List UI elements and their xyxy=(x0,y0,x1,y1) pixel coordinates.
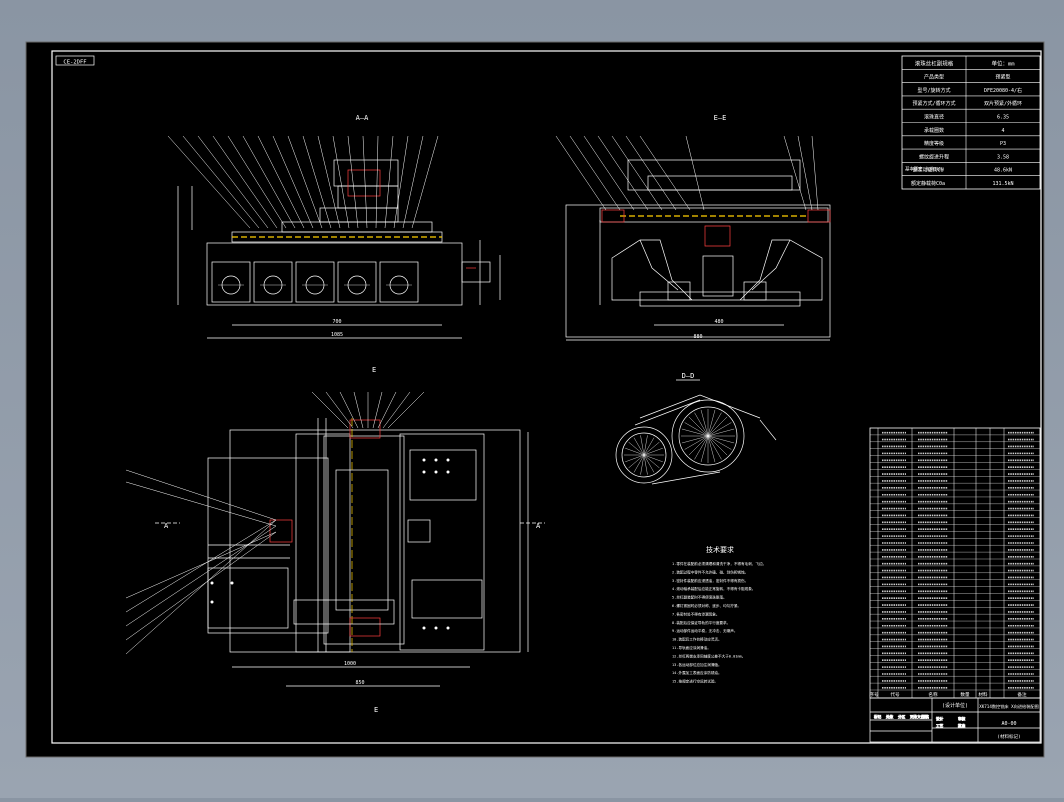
tech-req-item: 8.装配后应保证导轨的平行度要求。 xyxy=(672,620,730,625)
param-table-unit: 单位：mm xyxy=(991,59,1015,67)
drawing-number: A0-00 xyxy=(1001,721,1016,727)
tech-req-item: 7.各密封处不得有渗漏现象。 xyxy=(672,611,719,616)
corner-tag-box xyxy=(55,55,95,66)
title-block-row-label: 更改文件号 xyxy=(910,714,928,719)
title-block-row-label: 处数 xyxy=(886,714,894,719)
title-block-row-label: 签名 xyxy=(922,714,930,719)
bom-header-cell: 代号 xyxy=(890,691,900,698)
bom-header-cell: 数量 xyxy=(960,691,970,698)
title-block-row-label: 分区 xyxy=(898,714,906,719)
inner-border xyxy=(51,50,1042,744)
title-block: (设计单位) XK714数控铣床 X向进给装配图 A0-00 (材料标记) 标记… xyxy=(869,697,1041,743)
param-value: P3 xyxy=(1000,141,1006,147)
tech-req-item: 14.外露加工表面应涂防锈油。 xyxy=(672,670,722,675)
param-label: 预紧方式/循环方式 xyxy=(912,100,955,107)
drawing-sheet xyxy=(25,41,1045,758)
svg-text:850: 850 xyxy=(355,680,364,686)
tech-req-item: 9.运动部件运动平稳，无冲击、无噪声。 xyxy=(672,628,737,633)
technical-requirements: 技术要求 1.零件在装配前必须清理和清洗干净，不得有毛刺、飞边。 2.装配过程中零… xyxy=(672,545,766,684)
belt-drive-view-d-d: D—D xyxy=(615,372,777,485)
tech-req-item: 1.零件在装配前必须清理和清洗干净，不得有毛刺、飞边。 xyxy=(672,561,766,566)
tech-req-item: 5.丝杠副装配时不得使滚珠脱落。 xyxy=(672,595,727,600)
drawing-name: XK714数控铣床 X向进给装配图 xyxy=(979,703,1039,710)
tech-req-item: 15.按规定进行空运转试验。 xyxy=(672,679,718,684)
param-label: 型号/旋转方式 xyxy=(917,87,950,94)
bill-of-materials: 序号 代号 名称 数量 材料 备注 xyxy=(869,427,1041,699)
material-mark: (材料标记) xyxy=(997,733,1020,740)
param-label: 精度等级 xyxy=(924,140,944,147)
tech-req-item: 3.密封件装配前应浸透油，密封件不得有损伤。 xyxy=(672,578,748,583)
tech-req-title: 技术要求 xyxy=(706,545,734,554)
svg-text:1085: 1085 xyxy=(331,332,343,338)
title-block-row-label: 标记 xyxy=(874,714,882,719)
param-label: 额定动载荷Ca xyxy=(912,167,943,174)
param-value: 48.6kN xyxy=(994,168,1012,174)
param-label: 螺纹旋进升程 xyxy=(919,153,949,160)
bom-header-cell: 序号 xyxy=(869,691,879,698)
plan-view: E E A A 1000 850 xyxy=(125,366,545,714)
corner-tag: CE-2DFF xyxy=(63,60,86,66)
tech-req-item: 13.各运动部位应加注润滑脂。 xyxy=(672,662,722,667)
tech-req-item: 12.丝杠两端支承同轴度公差不大于0.01mm。 xyxy=(672,653,745,658)
tech-req-item: 11.导轨面应涂润滑油。 xyxy=(672,645,711,650)
param-value: 6.35 xyxy=(997,115,1009,121)
marker-a-right: A xyxy=(536,522,541,530)
title-block-sign-label: 批准 xyxy=(958,723,966,728)
svg-text:700: 700 xyxy=(332,319,341,325)
tech-req-item: 2.装配过程中零件不允许磕、碰、划伤和锈蚀。 xyxy=(672,569,748,574)
label-view-ee: E—E xyxy=(714,114,727,122)
param-label: 滚珠直径 xyxy=(924,114,944,121)
tech-req-item: 4.滚动轴承装配后应能正常旋转，不得有卡阻现象。 xyxy=(672,586,755,591)
param-value: DFE20080-4/右 xyxy=(984,87,1022,94)
param-group-label: 基本额定 负荷(kN) xyxy=(905,165,945,172)
marker-a-left: A xyxy=(164,522,169,530)
param-value: 4 xyxy=(1001,128,1004,134)
param-value: 预紧型 xyxy=(995,74,1010,81)
param-value: 131.5kN xyxy=(992,181,1013,187)
svg-text:1000: 1000 xyxy=(344,661,356,667)
param-value: 3.58 xyxy=(997,154,1009,160)
bom-header-cell: 备注 xyxy=(1017,691,1027,698)
param-table-header: 滚珠丝杠副规格 xyxy=(915,59,954,67)
section-view-e-e: E—E 480 880 xyxy=(555,114,831,341)
svg-text:480: 480 xyxy=(714,319,723,325)
param-label: 产品类型 xyxy=(924,74,944,81)
label-view-aa: A—A xyxy=(356,114,369,122)
param-label: 承载圈数 xyxy=(924,127,944,134)
marker-e-bottom: E xyxy=(374,706,378,714)
svg-text:880: 880 xyxy=(693,334,702,340)
param-label: 额定静载荷C0a xyxy=(911,180,945,187)
title-block-sign-label: 设计 xyxy=(936,716,944,721)
bom-header-cell: 名称 xyxy=(928,691,938,698)
tech-req-item: 6.螺钉紧固时必须对称、逐步、均匀拧紧。 xyxy=(672,603,741,608)
marker-e-top: E xyxy=(372,366,376,374)
section-view-a-a: A—A 700 1085 xyxy=(167,114,501,339)
design-unit: (设计单位) xyxy=(942,702,968,709)
param-value: 双片预紧/外循环 xyxy=(984,100,1022,107)
title-block-sign-label: 审核 xyxy=(958,716,966,721)
bom-header-cell: 材料 xyxy=(978,691,988,698)
tech-req-item: 10.装配后工作台移动应灵活。 xyxy=(672,637,722,642)
title-block-sign-label: 工艺 xyxy=(936,723,944,728)
label-view-dd: D—D xyxy=(682,372,695,380)
